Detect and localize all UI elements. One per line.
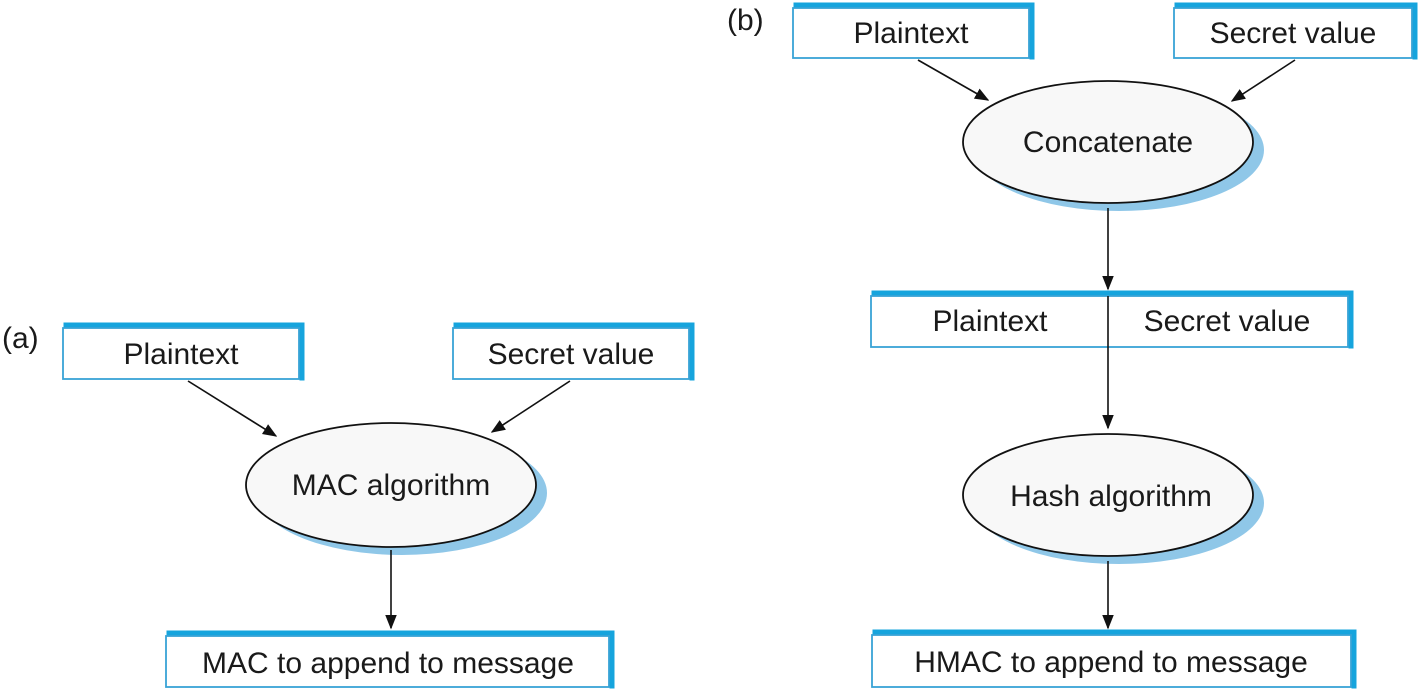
a-mac-algorithm-label: MAC algorithm: [292, 469, 490, 502]
panel-a: (a) Plaintext Secret value MAC algorithm: [2, 322, 695, 689]
b-concatenated-box: Plaintext Secret value: [870, 290, 1354, 349]
b-arrow-plaintext-to-concat: [917, 59, 990, 101]
panel-b: (b) Plaintext Secret value Concatenate: [727, 2, 1418, 689]
a-output-label: MAC to append to message: [202, 647, 574, 680]
b-output-box: HMAC to append to message: [871, 629, 1357, 689]
a-secret-value-box: Secret value: [452, 322, 695, 381]
a-arrow-plaintext-to-mac: [187, 380, 278, 437]
a-arrow-secret-to-mac: [490, 380, 571, 433]
panel-b-label: (b): [727, 4, 764, 37]
b-plaintext-label: Plaintext: [853, 17, 969, 50]
a-mac-algorithm-node: MAC algorithm: [245, 422, 547, 555]
a-output-box: MAC to append to message: [165, 630, 615, 689]
b-secret-value-label: Secret value: [1210, 17, 1377, 50]
b-hash-algorithm-label: Hash algorithm: [1010, 480, 1212, 513]
b-concatenate-node: Concatenate: [962, 80, 1264, 211]
b-hash-algorithm-node: Hash algorithm: [962, 433, 1264, 564]
b-output-label: HMAC to append to message: [914, 646, 1308, 679]
b-concatenate-label: Concatenate: [1023, 126, 1193, 159]
b-secret-value-box: Secret value: [1173, 2, 1418, 60]
a-plaintext-box: Plaintext: [62, 322, 305, 381]
b-arrow-secret-to-concat: [1230, 59, 1296, 102]
b-concatenated-plaintext-label: Plaintext: [932, 305, 1048, 338]
b-plaintext-box: Plaintext: [792, 2, 1035, 60]
b-concatenated-secret-label: Secret value: [1144, 305, 1311, 338]
a-secret-value-label: Secret value: [488, 338, 655, 371]
a-plaintext-label: Plaintext: [123, 338, 239, 371]
panel-a-label: (a): [2, 322, 39, 355]
